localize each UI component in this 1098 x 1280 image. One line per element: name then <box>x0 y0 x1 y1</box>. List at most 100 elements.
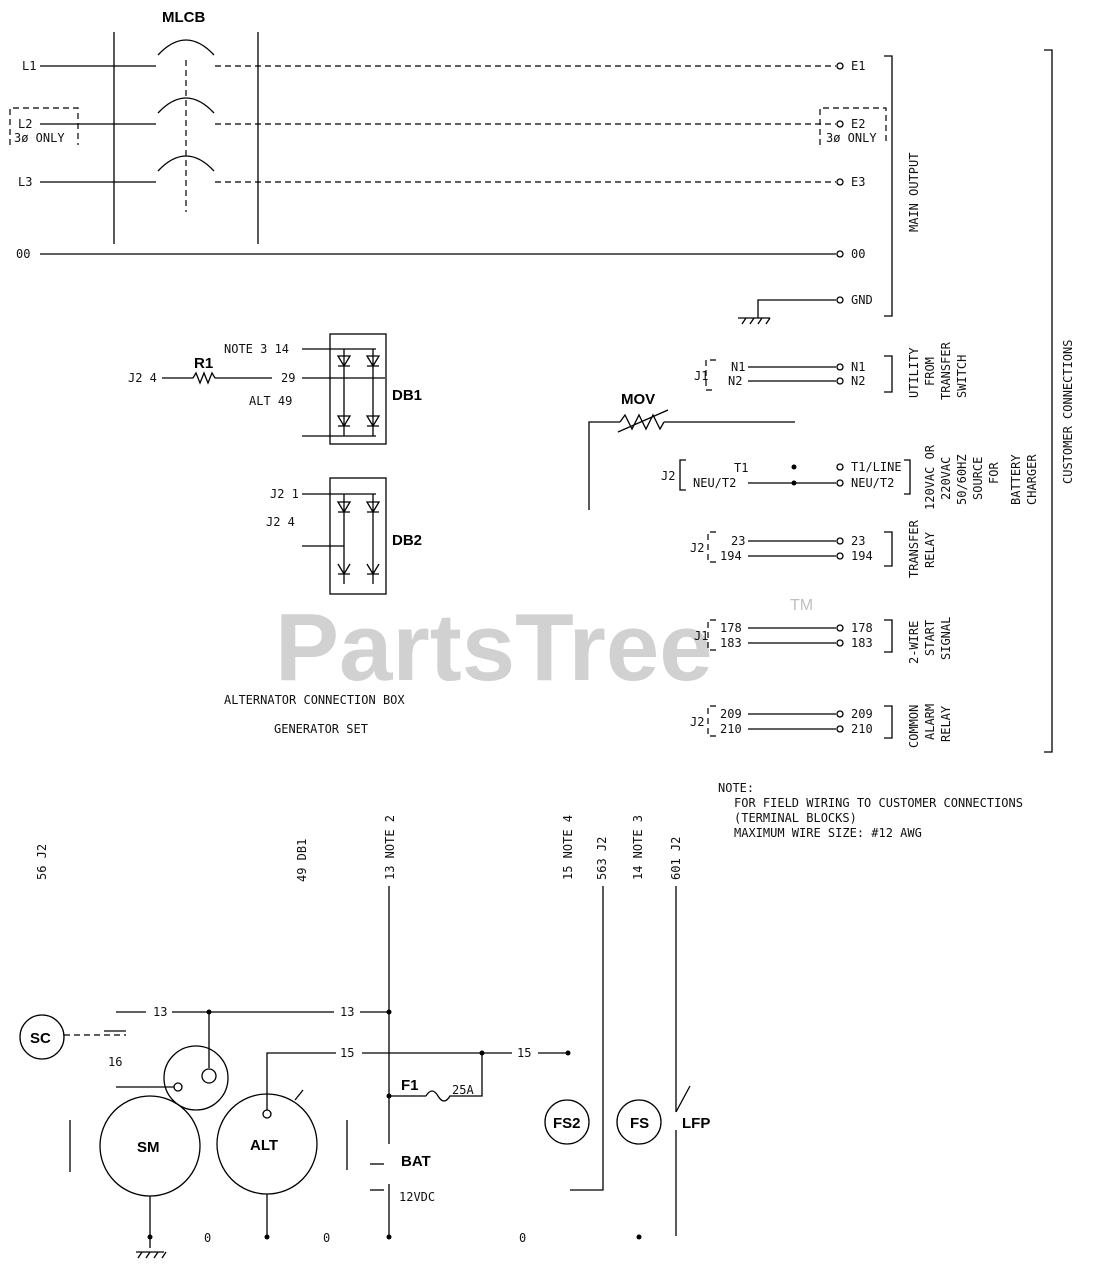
lfp-switch <box>675 1085 691 1113</box>
terminal-t1 <box>836 463 844 471</box>
ground-0b-label: 0 <box>323 1231 330 1245</box>
charger-desc-1: 220VAC <box>939 457 953 500</box>
db1-diode-3 <box>336 415 352 428</box>
line-l1-label: L1 <box>22 59 36 73</box>
alarm-wire2: 210 <box>720 722 742 736</box>
vlabel-563-j2: 563 J2 <box>595 837 609 880</box>
utility-wire2: N2 <box>728 374 742 388</box>
wire-ground <box>757 299 836 318</box>
bat-voltage: 12VDC <box>399 1190 435 1204</box>
charger-plug-bracket <box>679 459 686 491</box>
transfer-wire2: 194 <box>720 549 742 563</box>
vlabel-14-note3: 14 NOTE 3 <box>631 815 645 880</box>
alarm-wire1: 209 <box>720 707 742 721</box>
lfp-label: LFP <box>682 1115 710 1132</box>
e2-optional-box <box>819 107 887 145</box>
note-line1: FOR FIELD WIRING TO CUSTOMER CONNECTIONS <box>734 796 1023 810</box>
db1-label: DB1 <box>392 387 422 404</box>
main-output-bracket <box>884 55 893 317</box>
transfer-bracket <box>884 531 893 567</box>
charger-wire2: NEU/T2 <box>693 476 736 490</box>
alarm-bracket <box>884 705 893 739</box>
customer-connections-bracket <box>1044 49 1053 753</box>
ground-0a-label: 0 <box>204 1231 211 1245</box>
line-l2-label: L2 <box>18 117 32 131</box>
label-bg-13b <box>334 1004 360 1020</box>
terminal-00 <box>836 250 844 258</box>
wire-15 <box>266 1052 568 1110</box>
junction-dot-t1 <box>791 464 797 470</box>
sm-label: SM <box>137 1139 160 1156</box>
terminal-n2 <box>836 377 844 385</box>
db2-diode-1 <box>336 501 352 514</box>
watermark: PartsTree <box>275 594 713 701</box>
db2-diode-3 <box>337 563 351 576</box>
breaker-contact-l1 <box>157 39 215 56</box>
ground-0c-label: 0 <box>519 1231 526 1245</box>
junction-ground-3 <box>386 1234 392 1240</box>
breaker-contact-l3 <box>157 155 215 172</box>
charger-wire1: T1 <box>734 461 748 475</box>
charger-desc-0: 120VAC OR <box>923 444 937 510</box>
breaker-contact-l2 <box>157 97 215 114</box>
start-wire2: 183 <box>720 636 742 650</box>
bat-label: BAT <box>401 1153 431 1170</box>
note-title: NOTE: <box>718 781 754 795</box>
mov-varistor <box>619 413 665 431</box>
db2-bottom-label: J2 4 <box>266 515 295 529</box>
charger-desc-2: 50/60HZ <box>955 454 969 505</box>
label-bg-15a <box>336 1045 362 1061</box>
fuse-f1 <box>389 1053 483 1102</box>
start-desc-1: START <box>923 620 937 656</box>
alt-terminal <box>262 1109 272 1119</box>
mlcb-label: MLCB <box>162 9 205 26</box>
fs2-circle <box>544 1099 590 1145</box>
terminal-n1 <box>836 363 844 371</box>
terminal-23 <box>836 537 844 545</box>
terminal-e2 <box>836 120 844 128</box>
resistor-r1 <box>192 371 216 385</box>
line-l2-note: 3ø ONLY <box>14 131 65 145</box>
junction-ground-4 <box>636 1234 642 1240</box>
mov-label: MOV <box>621 391 655 408</box>
transfer-wire1: 23 <box>731 534 745 548</box>
solenoid-terminal <box>201 1068 217 1084</box>
utility-desc-3: SWITCH <box>955 355 969 398</box>
terminal-209-label: 209 <box>851 707 873 721</box>
box-label-line1: ALTERNATOR CONNECTION BOX <box>224 693 405 707</box>
utility-desc-2: TRANSFER <box>939 341 953 400</box>
terminal-23-label: 23 <box>851 534 865 548</box>
starter-solenoid <box>163 1045 229 1111</box>
db1-diode-2 <box>365 355 381 368</box>
junction-ground-2 <box>264 1234 270 1240</box>
transfer-plug: J2 <box>690 541 704 555</box>
db2-diode-4 <box>366 563 380 576</box>
terminal-209 <box>836 710 844 718</box>
charger-desc-5: BATTERY <box>1009 454 1023 505</box>
terminal-neu-t2-label: NEU/T2 <box>851 476 894 490</box>
ground-hatch-2 <box>137 1251 167 1259</box>
start-plug: J1 <box>694 629 708 643</box>
db2-top-label: J2 1 <box>270 487 299 501</box>
utility-plug: J1 <box>694 369 708 383</box>
db1-diode-1 <box>336 355 352 368</box>
terminal-194 <box>836 552 844 560</box>
transfer-desc-0: TRANSFER <box>907 519 921 578</box>
junction-dot-neu <box>791 480 797 486</box>
terminal-210 <box>836 725 844 733</box>
l2-optional-box <box>9 107 79 145</box>
vlabel-15-note4: 15 NOTE 4 <box>561 815 575 880</box>
db2-box <box>329 477 387 595</box>
db1-bottom-label: ALT 49 <box>249 394 292 408</box>
start-wire1: 178 <box>720 621 742 635</box>
line-00-label: 00 <box>16 247 30 261</box>
f1-label: F1 <box>401 1077 419 1094</box>
db1-box <box>329 333 387 445</box>
terminal-e3 <box>836 178 844 186</box>
alarm-plug: J2 <box>690 715 704 729</box>
terminal-e3-label: E3 <box>851 175 865 189</box>
terminal-e2-note: 3ø ONLY <box>826 131 877 145</box>
charger-desc-3: SOURCE <box>971 457 985 500</box>
terminal-183-label: 183 <box>851 636 873 650</box>
